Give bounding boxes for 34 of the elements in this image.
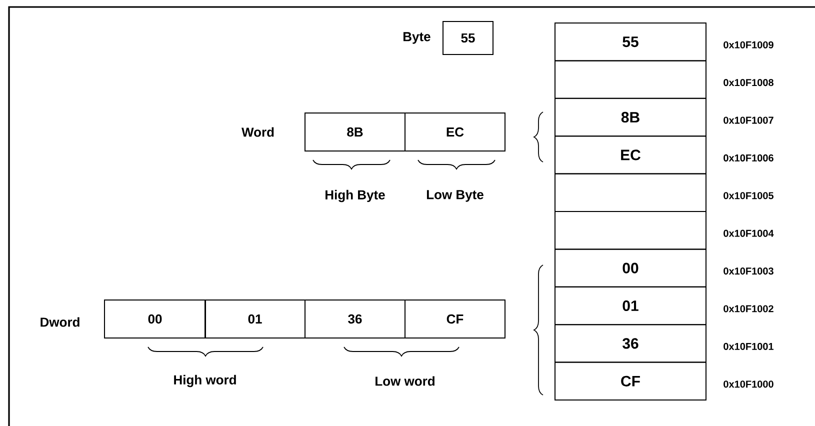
- brace-label: High Byte: [326, 190, 385, 202]
- address-label: 0x10F1009: [724, 41, 774, 48]
- memory-cell: 55: [554, 22, 706, 62]
- type-label: Dword: [40, 317, 80, 327]
- memory-cell: 01: [554, 286, 706, 326]
- memory-cell: EC: [554, 136, 706, 174]
- brace-label: High word: [174, 374, 236, 388]
- data-cell: 36: [304, 300, 406, 338]
- brace-label: Low Byte: [426, 190, 484, 202]
- address-label: 0x10F1002: [724, 305, 774, 312]
- memory-cell: [554, 60, 706, 99]
- data-cell: EC: [404, 112, 506, 152]
- address-label: 0x10F1008: [724, 79, 774, 86]
- data-cell: 00: [104, 300, 206, 338]
- address-label: 0x10F1001: [724, 342, 774, 350]
- data-cell: 8B: [304, 112, 406, 152]
- address-label: 0x10F1005: [724, 192, 774, 200]
- memory-cell: [554, 211, 706, 250]
- address-label: 0x10F1003: [724, 268, 774, 275]
- address-label: 0x10F1006: [724, 154, 774, 162]
- address-label: 0x10F1004: [724, 230, 774, 237]
- memory-cell: CF: [554, 362, 706, 400]
- memory-cell: 8B: [554, 98, 706, 137]
- byte-box: 55: [442, 21, 494, 55]
- address-label: 0x10F1000: [724, 380, 774, 388]
- address-label: 0x10F1007: [724, 116, 774, 124]
- data-cell: CF: [404, 300, 506, 338]
- type-label: Word: [242, 127, 274, 137]
- brace-label: Low word: [376, 376, 434, 386]
- type-label: Byte: [404, 32, 430, 44]
- memory-cell: 36: [554, 324, 706, 363]
- memory-cell: 00: [554, 248, 706, 288]
- memory-cell: [554, 173, 706, 212]
- data-cell: 01: [204, 300, 306, 338]
